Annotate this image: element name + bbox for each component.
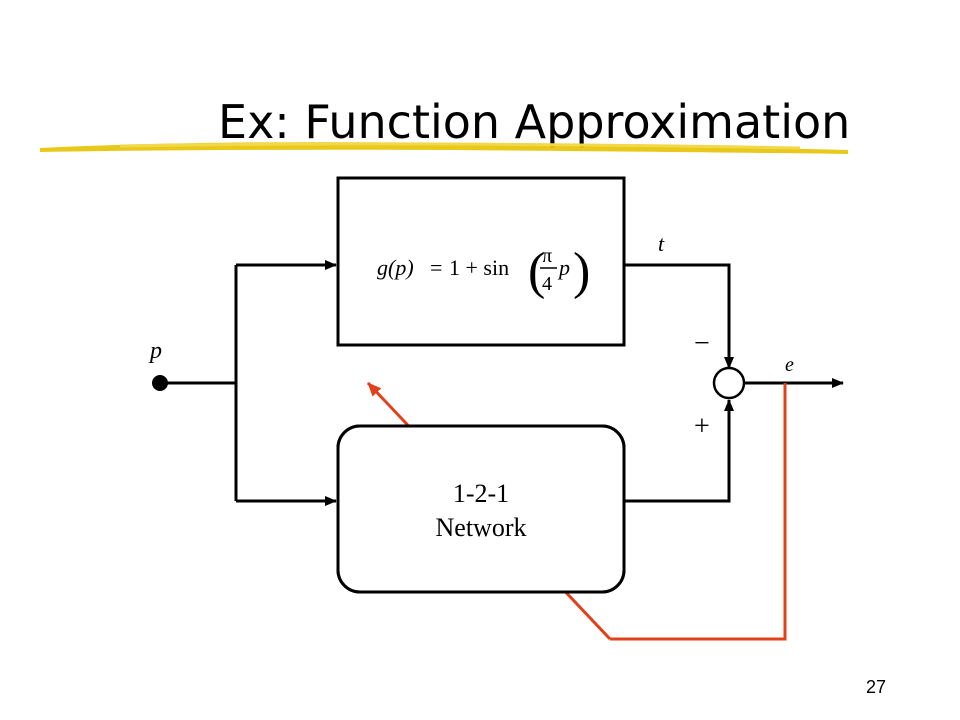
formula-frac-var: p [557,255,570,280]
network-label-line2-front: Network [436,513,527,542]
formula-lhs: g(p) [377,255,414,280]
function-box [336,176,626,347]
network-box-front [336,424,626,594]
formula-one-plus-sin: 1 + sin [449,255,509,280]
formula-equals: = [430,255,442,280]
target-label: t [658,231,665,256]
formula-paren-close: ) [573,243,590,300]
minus-sign: − [694,328,710,359]
input-wires [160,260,337,506]
input-label: p [148,338,162,364]
title-underline [40,142,848,154]
plus-sign: + [694,411,710,442]
formula-frac-num: π [542,245,552,267]
page-number: 27 [866,677,886,697]
function-formula: g(p) = 1 + sin ( π 4 p ) [377,243,590,300]
output-wires [624,263,844,503]
formula-frac-den: 4 [542,273,552,295]
summing-junction [712,366,746,400]
network-label-line1-front: 1-2-1 [453,479,509,508]
formula-paren-open: ( [528,243,545,300]
error-label: e [785,354,794,376]
slide-title: Ex: Function Approximation [218,95,850,149]
